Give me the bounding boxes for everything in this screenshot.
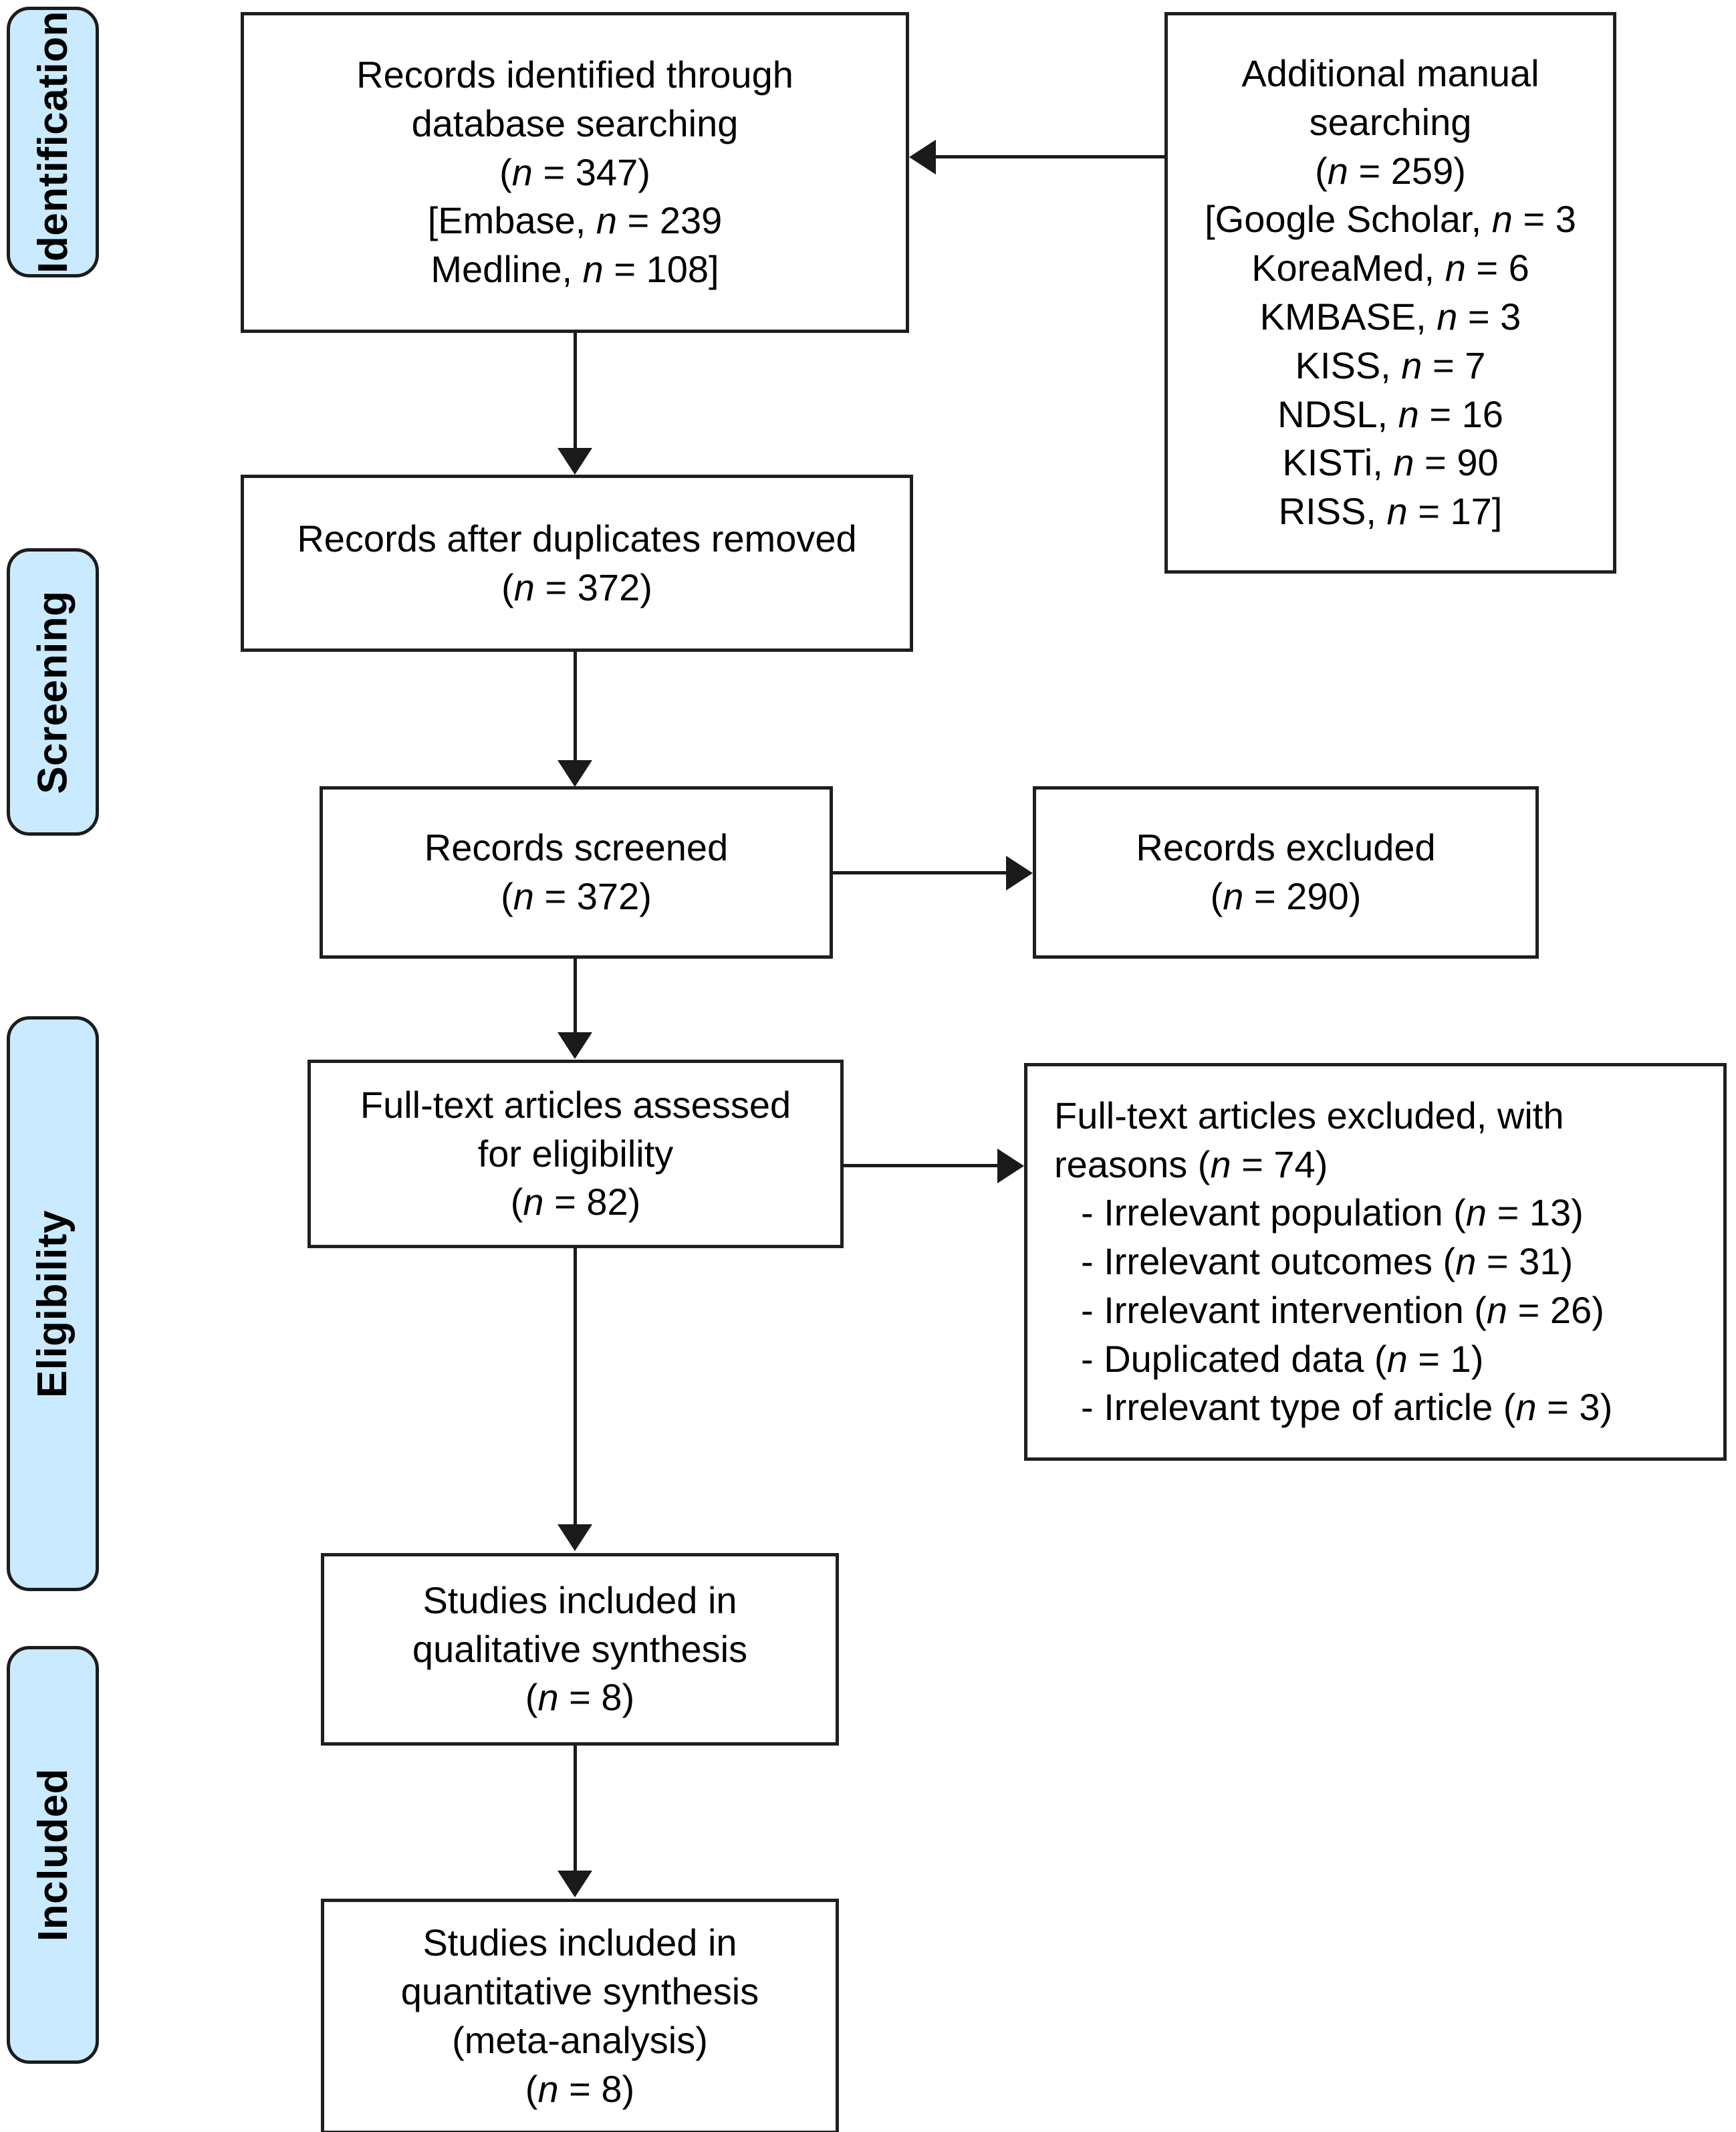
- box-line: Additional manual: [1241, 52, 1539, 95]
- box-line: quantitative synthesis: [400, 1970, 759, 2013]
- box-line: - Irrelevant type of article (n = 3): [1081, 1386, 1613, 1429]
- box-line: [Embase, n = 239: [427, 199, 723, 242]
- box-fulltext-assessed: Full-text articles assessed for eligibil…: [307, 1060, 844, 1248]
- box-line: for eligibility: [477, 1132, 674, 1175]
- box-line: KoreaMed, n = 6: [1251, 247, 1529, 289]
- box-line: (n = 8): [525, 1676, 635, 1719]
- box-line: qualitative synthesis: [412, 1627, 748, 1670]
- arrowhead-fulltext-to-excluded: [997, 1149, 1024, 1183]
- box-fulltext-excluded: Full-text articles excluded, with reason…: [1024, 1063, 1727, 1461]
- box-line: (n = 259): [1315, 149, 1466, 192]
- box-line: Full-text articles assessed: [360, 1083, 791, 1126]
- stage-rail-screening: Screening: [7, 548, 99, 836]
- box-line: (n = 82): [510, 1181, 641, 1223]
- stage-rail-included: Included: [7, 1646, 99, 2064]
- box-qualitative-synthesis: Studies included in qualitative synthesi…: [321, 1553, 839, 1746]
- box-line: Studies included in: [422, 1921, 737, 1964]
- connector-fulltext-to-qualitative: [574, 1248, 577, 1526]
- arrowhead-database-to-duplicates: [557, 448, 592, 475]
- box-duplicates-removed: Records after duplicates removed (n = 37…: [241, 475, 913, 652]
- box-line: reasons (n = 74): [1054, 1143, 1328, 1185]
- box-line: Studies included in: [422, 1578, 737, 1621]
- connector-screened-to-fulltext: [574, 959, 577, 1034]
- arrowhead-screened-to-fulltext: [557, 1032, 592, 1059]
- connector-qualitative-to-quantitative: [574, 1746, 577, 1873]
- box-line: database searching: [411, 102, 739, 144]
- box-line: NDSL, n = 16: [1277, 392, 1503, 435]
- connector-duplicates-to-screened: [574, 652, 577, 762]
- connector-screened-to-excluded: [833, 871, 1007, 874]
- box-line: Records identified through: [356, 53, 793, 96]
- connector-database-to-duplicates: [574, 333, 577, 450]
- arrowhead-fulltext-to-qualitative: [557, 1524, 592, 1551]
- box-line: (n = 372): [501, 875, 652, 917]
- arrowhead-qualitative-to-quantitative: [557, 1871, 592, 1897]
- box-line: - Irrelevant outcomes (n = 31): [1081, 1240, 1574, 1283]
- box-line: Medline, n = 108]: [430, 248, 719, 291]
- box-database-search: Records identified through database sear…: [241, 12, 909, 333]
- box-line: (n = 372): [501, 566, 652, 608]
- box-line: KISTi, n = 90: [1282, 441, 1499, 484]
- stage-label-included: Included: [29, 1768, 76, 1941]
- box-line: KISS, n = 7: [1295, 344, 1486, 386]
- box-line: - Irrelevant population (n = 13): [1081, 1191, 1584, 1234]
- box-line: (meta-analysis): [452, 2019, 708, 2061]
- connector-manual-to-database: [936, 155, 1166, 158]
- box-records-excluded: Records excluded (n = 290): [1033, 786, 1539, 959]
- arrowhead-duplicates-to-screened: [557, 760, 592, 787]
- box-line: Records screened: [424, 826, 729, 869]
- stage-rail-identification: Identification: [7, 7, 99, 277]
- stage-label-screening: Screening: [29, 590, 76, 794]
- box-manual-search: Additional manual searching (n = 259) [G…: [1164, 12, 1616, 574]
- box-line: - Irrelevant intervention (n = 26): [1081, 1288, 1604, 1331]
- box-line: (n = 347): [499, 150, 650, 193]
- box-line: - Duplicated data (n = 1): [1081, 1337, 1484, 1380]
- stage-label-eligibility: Eligibility: [29, 1209, 76, 1398]
- box-records-screened: Records screened (n = 372): [320, 786, 833, 959]
- box-quantitative-synthesis: Studies included in quantitative synthes…: [321, 1899, 839, 2132]
- box-line: KMBASE, n = 3: [1259, 295, 1521, 338]
- stage-label-identification: Identification: [29, 11, 76, 273]
- box-line: RISS, n = 17]: [1278, 490, 1503, 533]
- connector-fulltext-to-excluded: [844, 1164, 999, 1167]
- arrowhead-screened-to-excluded: [1006, 856, 1033, 891]
- box-line: searching: [1309, 100, 1472, 143]
- stage-rail-eligibility: Eligibility: [7, 1016, 99, 1591]
- box-line: (n = 8): [525, 2067, 635, 2110]
- box-line: Records excluded: [1136, 826, 1436, 869]
- arrowhead-manual-to-database: [909, 140, 936, 174]
- box-line: Full-text articles excluded, with: [1054, 1094, 1564, 1137]
- box-line: Records after duplicates removed: [297, 517, 857, 560]
- box-line: (n = 290): [1210, 875, 1362, 917]
- box-line: [Google Scholar, n = 3: [1205, 198, 1576, 241]
